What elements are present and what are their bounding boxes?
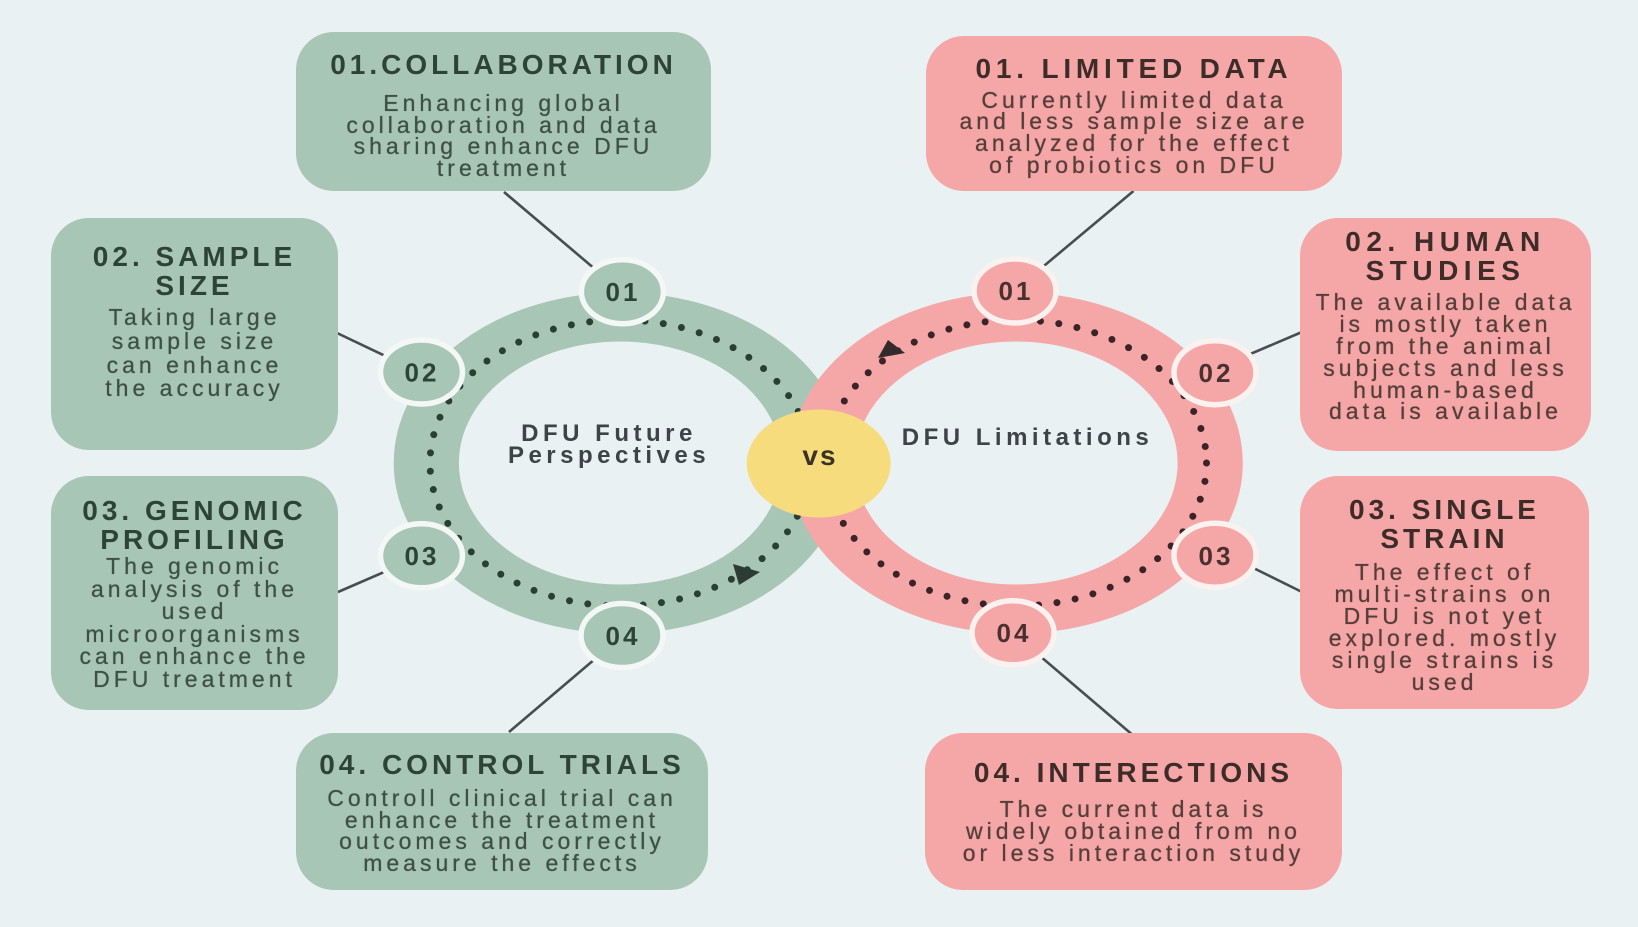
svg-text:01: 01 xyxy=(606,277,641,307)
svg-text:04: 04 xyxy=(997,618,1032,648)
svg-text:03: 03 xyxy=(1199,541,1234,571)
svg-text:vs: vs xyxy=(802,440,837,471)
svg-text:01: 01 xyxy=(999,276,1034,306)
svg-text:02: 02 xyxy=(405,358,440,388)
svg-text:04: 04 xyxy=(606,621,641,651)
svg-text:02: 02 xyxy=(1199,358,1234,388)
svg-text:03: 03 xyxy=(405,541,440,571)
